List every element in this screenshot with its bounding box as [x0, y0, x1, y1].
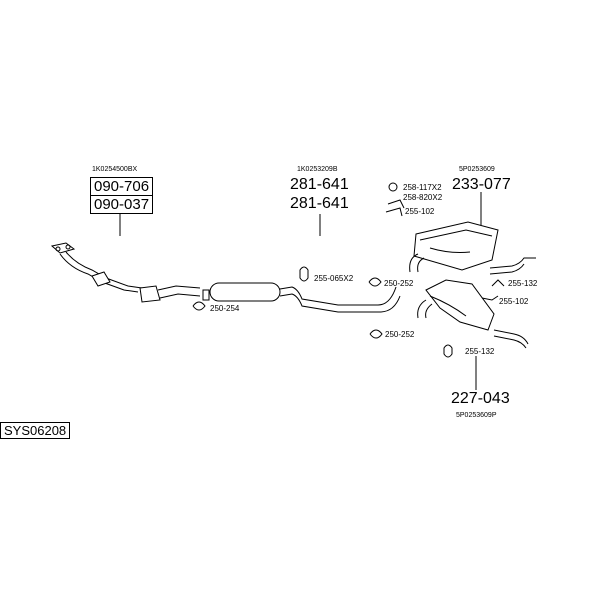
middle-hanger-label: 255-065X2	[314, 274, 354, 283]
middle-part-number-2[interactable]: 281-641	[290, 195, 349, 212]
front-part-number-1[interactable]: 090-706	[90, 177, 154, 196]
clamp-250-252-icon-b	[369, 329, 383, 339]
clamp-250-252-icon-a	[368, 277, 382, 287]
front-oe-number: 1K0254500BX	[92, 166, 138, 173]
rear-part-number-bottom[interactable]: 227-043	[451, 390, 510, 407]
spring-258-117-icon	[388, 182, 398, 192]
system-code: SYS06208	[0, 422, 71, 439]
middle-clamp-label-2: 250-252	[385, 330, 415, 339]
middle-silencer-part	[202, 282, 401, 313]
rear-label-258-117: 258-117X2	[403, 183, 442, 192]
bracket-255-102-icon	[481, 295, 499, 301]
rear-label-255-132-right: 255-132	[508, 279, 538, 288]
front-clamp-label: 250-254	[210, 304, 240, 313]
clamp-250-254-icon	[192, 301, 206, 311]
hanger-255-065-icon	[299, 266, 309, 282]
rear-label-258-820: 258-820X2	[403, 193, 443, 202]
rear-oe-number-top: 5P0253609	[459, 166, 495, 173]
rear-silencer-bottom-part	[417, 279, 529, 349]
front-pipe-part	[50, 242, 201, 303]
middle-oe-number: 1K0253209B	[297, 166, 338, 173]
rear-label-255-102-top: 255-102	[405, 207, 435, 216]
rear-oe-number-bottom: 5P0253609P	[456, 412, 497, 419]
hanger-255-132-bottom-icon	[443, 344, 453, 358]
middle-part-number-1[interactable]: 281-641	[290, 176, 349, 193]
rear-label-255-132-bottom: 255-132	[465, 347, 495, 356]
rear-part-number-top[interactable]: 233-077	[452, 176, 511, 193]
rear-label-255-102-right: 255-102	[499, 297, 529, 306]
front-part-number-2[interactable]: 090-037	[90, 195, 154, 214]
middle-clamp-label-1: 250-252	[384, 279, 414, 288]
rear-silencer-top-part	[385, 199, 536, 275]
hanger-255-132-icon	[491, 279, 505, 287]
